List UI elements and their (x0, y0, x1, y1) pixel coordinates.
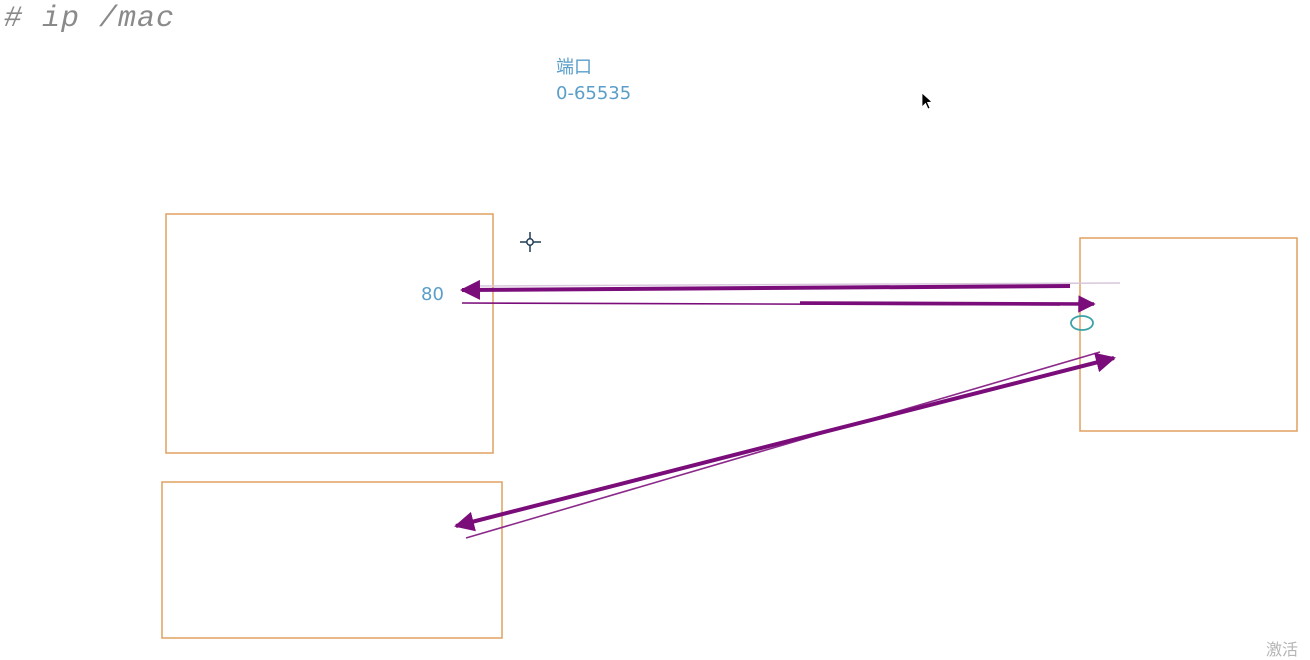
crosshair-icon (520, 232, 541, 252)
request-arrow (799, 295, 1096, 313)
second-server-box (161, 481, 503, 639)
port-ellipse (1070, 315, 1094, 331)
diagonal-arrow (454, 352, 1116, 532)
server-box (165, 213, 494, 454)
response-arrow (460, 279, 1071, 300)
heading: # ip /mac (4, 2, 176, 36)
client-box (1079, 237, 1298, 432)
mouse-cursor-icon (921, 92, 933, 110)
faint-guide-line (469, 282, 1121, 287)
corner-watermark-text: 激活 (1266, 640, 1299, 659)
port-annotation-range: 0-65535 (556, 83, 632, 104)
port-annotation-title: 端口 (556, 57, 592, 78)
port-label: 80 (421, 284, 444, 305)
diagonal-arrow-thin (465, 351, 1101, 539)
